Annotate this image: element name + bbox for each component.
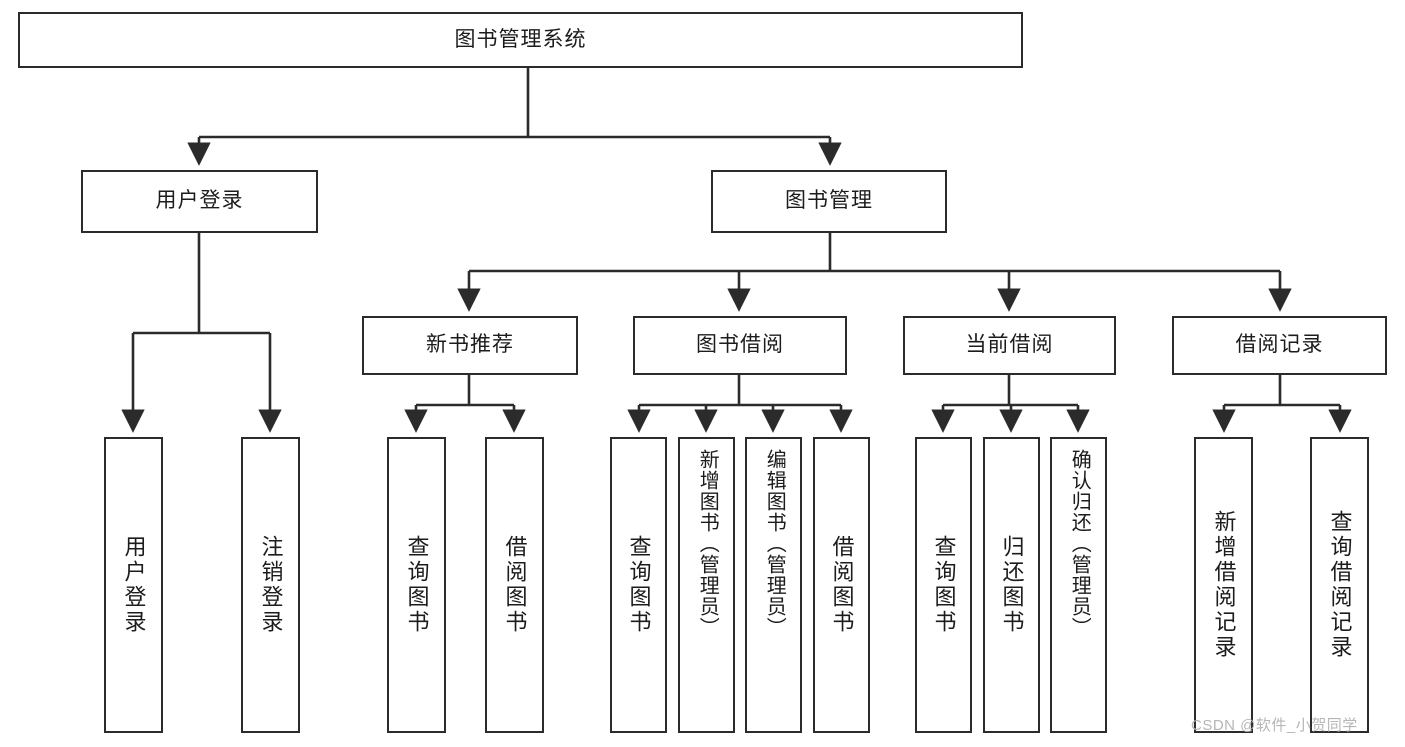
leaf-borrow-query-book-label: 查询图书 [626, 535, 652, 635]
leaf-recommend-query-book-label: 查询图书 [404, 535, 430, 635]
node-new-book-recommend-label: 新书推荐 [426, 333, 514, 357]
node-root[interactable]: 图书管理系统 [18, 12, 1023, 68]
leaf-user-login-signout-label: 注销登录 [258, 535, 284, 635]
leaf-borrow-edit-book[interactable]: 编辑图书（管理员） [745, 437, 802, 733]
leaf-record-query-record[interactable]: 查询借阅记录 [1310, 437, 1369, 733]
leaf-current-query-book[interactable]: 查询图书 [915, 437, 972, 733]
leaf-user-login-signout[interactable]: 注销登录 [241, 437, 300, 733]
leaf-record-add-record-label: 新增借阅记录 [1211, 510, 1237, 660]
node-user-login-label: 用户登录 [155, 189, 244, 213]
node-root-label: 图书管理系统 [454, 27, 587, 51]
leaf-borrow-borrow-book-label: 借阅图书 [829, 535, 855, 635]
node-borrow-record[interactable]: 借阅记录 [1172, 316, 1387, 375]
leaf-borrow-edit-book-label: 编辑图书（管理员） [763, 449, 786, 638]
leaf-borrow-borrow-book[interactable]: 借阅图书 [813, 437, 870, 733]
node-user-login[interactable]: 用户登录 [81, 170, 318, 233]
leaf-user-login-signin[interactable]: 用户登录 [104, 437, 163, 733]
leaf-current-query-book-label: 查询图书 [931, 535, 957, 635]
node-new-book-recommend[interactable]: 新书推荐 [362, 316, 578, 375]
leaf-current-return-book[interactable]: 归还图书 [983, 437, 1040, 733]
leaf-user-login-signin-label: 用户登录 [121, 535, 147, 635]
leaf-borrow-add-book[interactable]: 新增图书（管理员） [678, 437, 735, 733]
leaf-borrow-query-book[interactable]: 查询图书 [610, 437, 667, 733]
node-book-borrow[interactable]: 图书借阅 [633, 316, 847, 375]
node-borrow-record-label: 借阅记录 [1235, 333, 1324, 357]
node-book-management-label: 图书管理 [785, 189, 873, 213]
leaf-record-query-record-label: 查询借阅记录 [1327, 510, 1353, 660]
leaf-recommend-borrow-book-label: 借阅图书 [502, 535, 528, 635]
leaf-recommend-query-book[interactable]: 查询图书 [387, 437, 446, 733]
leaf-current-confirm-return[interactable]: 确认归还（管理员） [1050, 437, 1107, 733]
leaf-current-return-book-label: 归还图书 [999, 535, 1025, 635]
leaf-current-confirm-return-label: 确认归还（管理员） [1068, 449, 1091, 638]
leaf-recommend-borrow-book[interactable]: 借阅图书 [485, 437, 544, 733]
leaf-borrow-add-book-label: 新增图书（管理员） [696, 449, 719, 638]
node-current-borrow[interactable]: 当前借阅 [903, 316, 1116, 375]
node-current-borrow-label: 当前借阅 [965, 333, 1054, 357]
leaf-record-add-record[interactable]: 新增借阅记录 [1194, 437, 1253, 733]
node-book-borrow-label: 图书借阅 [696, 333, 784, 357]
node-book-management[interactable]: 图书管理 [711, 170, 947, 233]
